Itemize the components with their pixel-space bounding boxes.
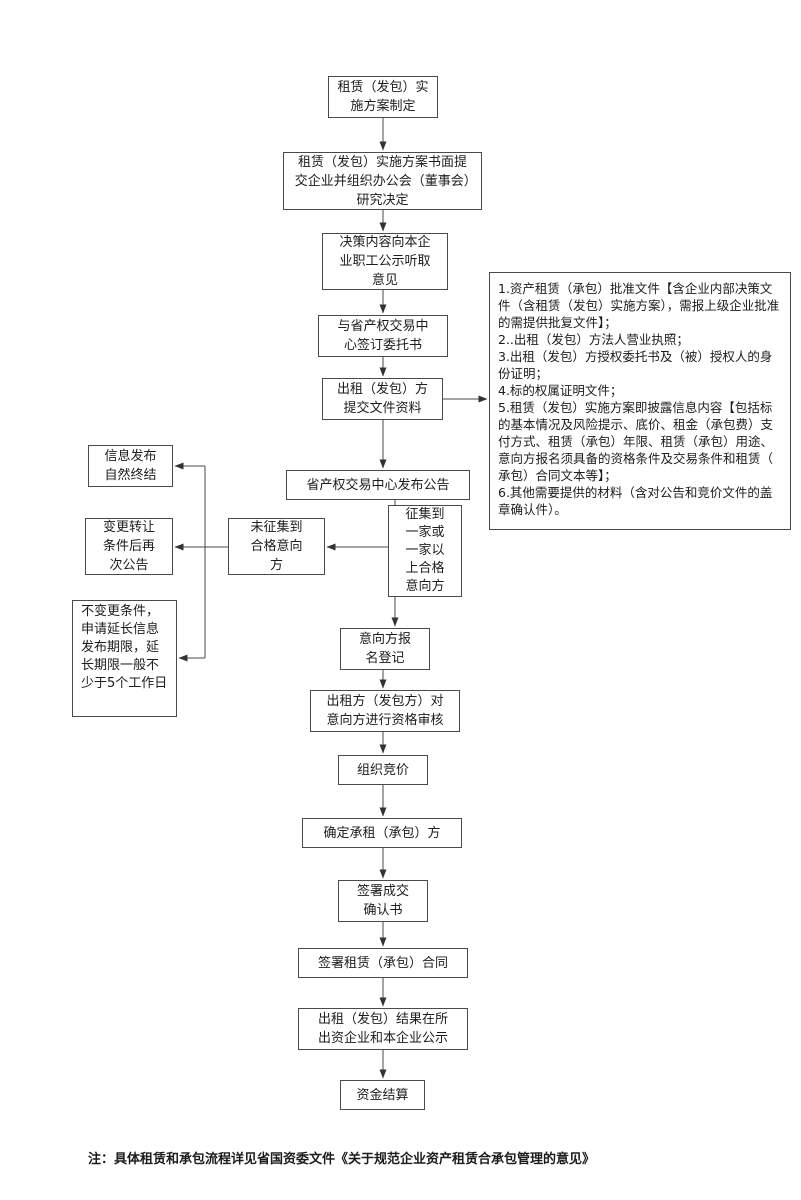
node-change-terms-reannounce: 变更转让条件后再次公告: [85, 518, 173, 575]
node-sign-contract: 签署租赁（承包）合同: [298, 948, 468, 978]
node-publish-result: 出租（发包）结果在所出资企业和本企业公示: [298, 1008, 468, 1050]
node-fund-settlement: 资金结算: [340, 1080, 425, 1110]
footer-note: 注：具体租赁和承包流程详见省国资委文件《关于规范企业资产租赁合承包管理的意见》: [88, 1152, 596, 1167]
node-plan-drafting: 租赁（发包）实施方案制定: [328, 76, 438, 118]
node-natural-termination: 信息发布自然终结: [88, 445, 173, 487]
node-sign-entrustment: 与省产权交易中心签订委托书: [318, 315, 448, 357]
node-intent-registration: 意向方报名登记: [340, 628, 430, 670]
node-documents-list: 1.资产租赁（承包）批准文件【含企业内部决策文件（含租赁（发包）实施方案），需报…: [489, 272, 791, 530]
node-publish-announcement: 省产权交易中心发布公告: [286, 470, 470, 500]
node-qualification-review: 出租方（发包方）对意向方进行资格审核: [310, 690, 460, 732]
node-staff-publicity: 决策内容向本企业职工公示听取意见: [322, 233, 448, 290]
node-organize-bidding: 组织竞价: [338, 755, 428, 785]
node-sign-confirmation: 签署成交确认书: [338, 880, 428, 922]
node-qualified-intent-collected: 征集到一家或一家以上合格意向方: [388, 505, 462, 597]
node-no-qualified-intent: 未征集到合格意向方: [228, 518, 325, 575]
node-submit-documents: 出租（发包）方提交文件资料: [322, 378, 443, 420]
node-determine-lessee: 确定承租（承包）方: [302, 818, 462, 848]
node-extend-publication: 不变更条件，申请延长信息发布期限，延长期限一般不少于5个工作日: [72, 600, 177, 717]
node-submit-for-decision: 租赁（发包）实施方案书面提交企业并组织办公会（董事会）研究决定: [283, 152, 482, 210]
